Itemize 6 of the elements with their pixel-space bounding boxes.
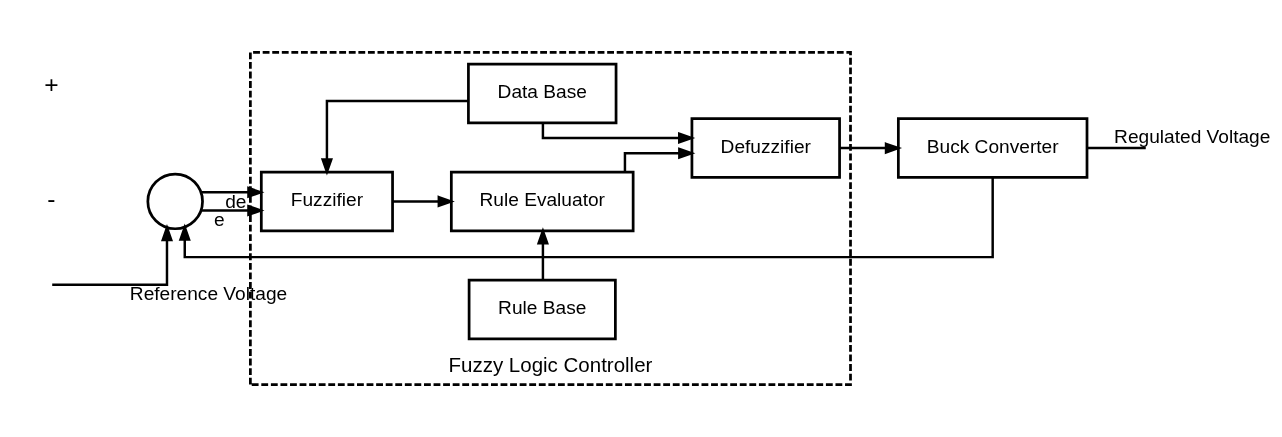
edge-label: e bbox=[214, 208, 225, 230]
edge-label: Regulated Voltage bbox=[1114, 125, 1271, 147]
edge-label: Reference Voltage bbox=[129, 283, 288, 305]
edge-label: de bbox=[225, 190, 247, 212]
label: + bbox=[44, 70, 59, 98]
label: - bbox=[47, 185, 56, 213]
